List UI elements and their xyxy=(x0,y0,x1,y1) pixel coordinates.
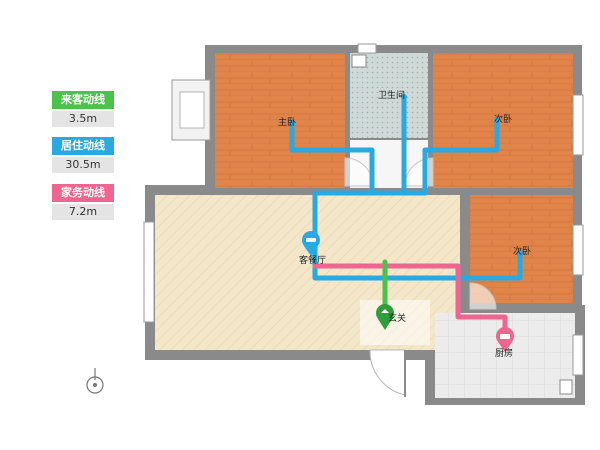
legend-living-label: 居住动线 xyxy=(52,137,114,155)
door-entrance xyxy=(369,349,406,396)
kitchen-pin-icon xyxy=(496,327,514,352)
window-left xyxy=(143,221,155,323)
room-second-bedroom-top xyxy=(433,53,573,188)
label-second-bedroom-right: 次卧 xyxy=(513,245,531,257)
label-entrance: 玄关 xyxy=(388,312,406,324)
route-node-second-top xyxy=(494,117,500,123)
route-node-second-right xyxy=(517,249,523,255)
room-master-bedroom xyxy=(215,53,345,188)
sofa-pin-icon xyxy=(302,231,320,256)
legend-guest-value: 3.5m xyxy=(52,111,114,127)
label-master-bedroom: 主卧 xyxy=(278,116,296,128)
label-living-dining: 客餐厅 xyxy=(299,254,326,266)
route-node-master xyxy=(289,120,295,126)
chores-route xyxy=(312,263,508,336)
legend-living-value: 30.5m xyxy=(52,157,114,173)
room-second-bedroom-right xyxy=(470,195,573,303)
door-second-right xyxy=(469,282,497,310)
window-bath-top xyxy=(357,43,377,54)
kitchen-fixture xyxy=(559,379,573,395)
route-node-bath xyxy=(401,94,407,100)
legend-living: 居住动线 30.5m xyxy=(52,137,114,173)
living-route xyxy=(289,94,523,281)
label-bathroom: 卫生间 xyxy=(378,89,405,101)
window-right-mid xyxy=(572,224,584,276)
label-second-bedroom-top: 次卧 xyxy=(494,113,512,125)
window-right-top xyxy=(572,94,584,156)
label-kitchen: 厨房 xyxy=(495,347,513,359)
bath-fixture xyxy=(351,54,367,68)
legend-guest-label: 来客动线 xyxy=(52,91,114,109)
entrance-pin-icon xyxy=(376,304,394,330)
window-right-kitchen xyxy=(572,334,584,376)
legend-guest: 来客动线 3.5m xyxy=(52,91,114,127)
legend-chores-label: 家务动线 xyxy=(52,184,114,202)
balcony-inner xyxy=(179,91,205,129)
legend-chores-value: 7.2m xyxy=(52,204,114,220)
compass-icon xyxy=(86,368,104,394)
legend-chores: 家务动线 7.2m xyxy=(52,184,114,220)
room-entrance xyxy=(360,300,430,345)
